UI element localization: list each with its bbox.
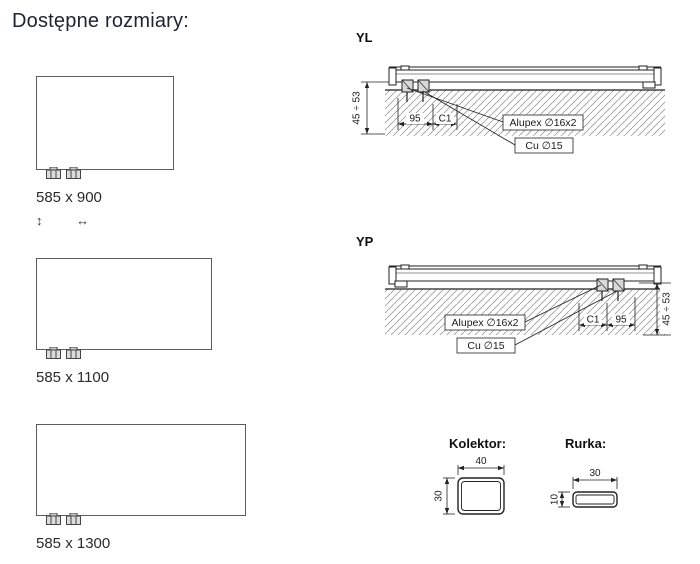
yp-alupex-label: Alupex ∅16x2 xyxy=(452,317,519,329)
radiator-outline xyxy=(36,424,246,525)
yp-alupex-box xyxy=(444,314,526,331)
yp-title: YP xyxy=(356,234,374,249)
yp-diagram: 45 ÷ 53 C1 95 Alupex ∅16x2 Cu ∅15 xyxy=(385,264,673,354)
yl-dim-c1-label: C1 xyxy=(439,114,452,125)
size-label: 585 x 1100 xyxy=(36,369,110,386)
yp-height-dim-label: 45 ÷ 53 xyxy=(662,292,673,326)
size-option-1: 585 x 900 ↕ ↔ xyxy=(36,76,174,228)
rurka-width-dimension xyxy=(572,477,618,489)
yp-dim-95-label: 95 xyxy=(615,315,627,326)
rurka-height-dimension xyxy=(558,491,570,508)
kolektor-diagram: 40 30 xyxy=(434,456,505,515)
yl-cu-box xyxy=(514,137,574,154)
yp-dim-c1-label: C1 xyxy=(587,315,600,326)
kolektor-width-dimension xyxy=(457,465,505,475)
yp-cu-box xyxy=(456,337,516,354)
kolektor-profile xyxy=(457,477,505,515)
size-label: 585 x 1300 xyxy=(36,535,111,552)
yl-title: YL xyxy=(356,30,373,45)
rurka-height-label: 10 xyxy=(550,494,561,506)
yl-alupex-box xyxy=(502,114,584,131)
page-title: Dostępne rozmiary: xyxy=(12,10,189,32)
yl-dim-95-bg xyxy=(406,113,424,124)
pipe-connectors-icon xyxy=(46,347,81,359)
yl-diagram: 45 ÷ 53 95 C1 Alupex ∅16x2 Cu ∅15 xyxy=(352,65,665,154)
radiator-outline xyxy=(36,76,174,179)
rurka-width-label: 30 xyxy=(589,468,601,479)
pipe-connectors-icon xyxy=(46,167,81,179)
yl-cu-label: Cu ∅15 xyxy=(525,140,562,152)
rurka-diagram: 30 10 xyxy=(550,468,618,508)
yp-height-dim-bg xyxy=(660,287,673,333)
yp-cu-label: Cu ∅15 xyxy=(467,340,504,352)
kolektor-title: Kolektor: xyxy=(449,436,507,451)
radiator-outline xyxy=(36,258,212,359)
rurka-profile xyxy=(572,491,618,508)
dimension-arrows: ↕ ↔ xyxy=(36,213,174,228)
size-label: 585 x 900 xyxy=(36,189,102,206)
size-option-3: 585 x 1300 xyxy=(36,424,246,552)
yp-dim-95-bg xyxy=(612,314,630,325)
yl-dim-c1-bg xyxy=(436,113,454,124)
kolektor-height-label: 30 xyxy=(434,490,445,502)
yp-dim-c1-bg xyxy=(584,314,602,325)
yl-height-dim-label: 45 ÷ 53 xyxy=(352,91,363,125)
yp-leader-lines xyxy=(514,284,618,346)
yp-radiator-profile xyxy=(388,264,662,301)
height-arrow-icon: ↕ xyxy=(36,213,43,228)
kolektor-height-dimension xyxy=(443,477,455,515)
rurka-title: Rurka: xyxy=(565,436,607,451)
yp-height-dimension xyxy=(639,282,671,336)
size-option-2: 585 x 1100 xyxy=(36,258,212,386)
yl-leader-lines xyxy=(406,87,516,146)
yl-dim-95-label: 95 xyxy=(409,114,421,125)
yl-alupex-label: Alupex ∅16x2 xyxy=(510,117,577,129)
yl-radiator-profile xyxy=(388,65,662,102)
kolektor-width-label: 40 xyxy=(475,456,487,467)
pipe-connectors-icon xyxy=(46,513,81,525)
width-arrow-icon: ↔ xyxy=(76,213,90,228)
yl-height-dimension xyxy=(361,81,389,135)
